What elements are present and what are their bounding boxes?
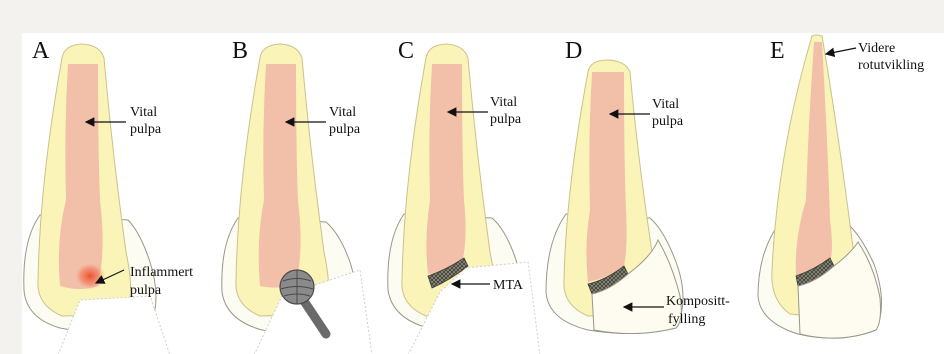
panel-b-bur-icon bbox=[280, 270, 314, 304]
panel-e-label-rotutvikling: rotutvikling bbox=[858, 58, 924, 73]
panel-d-label-kompositt: Kompositt- bbox=[666, 294, 730, 309]
panel-e-letter: E bbox=[770, 38, 785, 64]
panel-a-label-inflammert: Inflammert bbox=[130, 265, 193, 280]
panel-c-label-vital: Vital bbox=[490, 95, 517, 110]
panel-c-label-mta: MTA bbox=[493, 278, 524, 293]
panel-c-label-pulpa: pulpa bbox=[490, 112, 522, 127]
panel-c-letter: C bbox=[398, 38, 414, 64]
panel-c: C Vital pulpa MTA bbox=[388, 38, 540, 354]
panel-b: B Vital pulpa bbox=[222, 38, 372, 354]
panel-a-label-pulpa-2: pulpa bbox=[130, 283, 162, 298]
panel-b-pulp bbox=[259, 64, 301, 288]
panel-b-letter: B bbox=[232, 38, 248, 64]
panel-a: A Vital pulpa Inflammert pulpa bbox=[24, 38, 193, 354]
panel-d-label-pulpa: pulpa bbox=[652, 114, 684, 129]
panel-b-label-vital: Vital bbox=[329, 105, 356, 120]
panel-d-label-vital: Vital bbox=[652, 97, 679, 112]
panel-e: E Videre rotutvikling bbox=[758, 35, 924, 338]
panel-a-label-vital: Vital bbox=[130, 105, 157, 120]
panel-a-label-pulpa: pulpa bbox=[130, 122, 162, 137]
panel-a-letter: A bbox=[32, 38, 50, 64]
panel-d: D Vital pulpa Kompositt- fylling bbox=[546, 38, 730, 334]
panel-e-label-videre: Videre bbox=[858, 41, 895, 56]
panel-e-arrow-root bbox=[826, 48, 856, 54]
panel-a-inflammation bbox=[74, 262, 106, 290]
panel-c-pulp bbox=[426, 64, 465, 274]
panel-d-label-fylling: fylling bbox=[668, 312, 705, 327]
panel-d-pulp bbox=[586, 72, 626, 282]
panel-d-letter: D bbox=[565, 38, 582, 64]
panel-b-label-pulpa: pulpa bbox=[329, 122, 361, 137]
